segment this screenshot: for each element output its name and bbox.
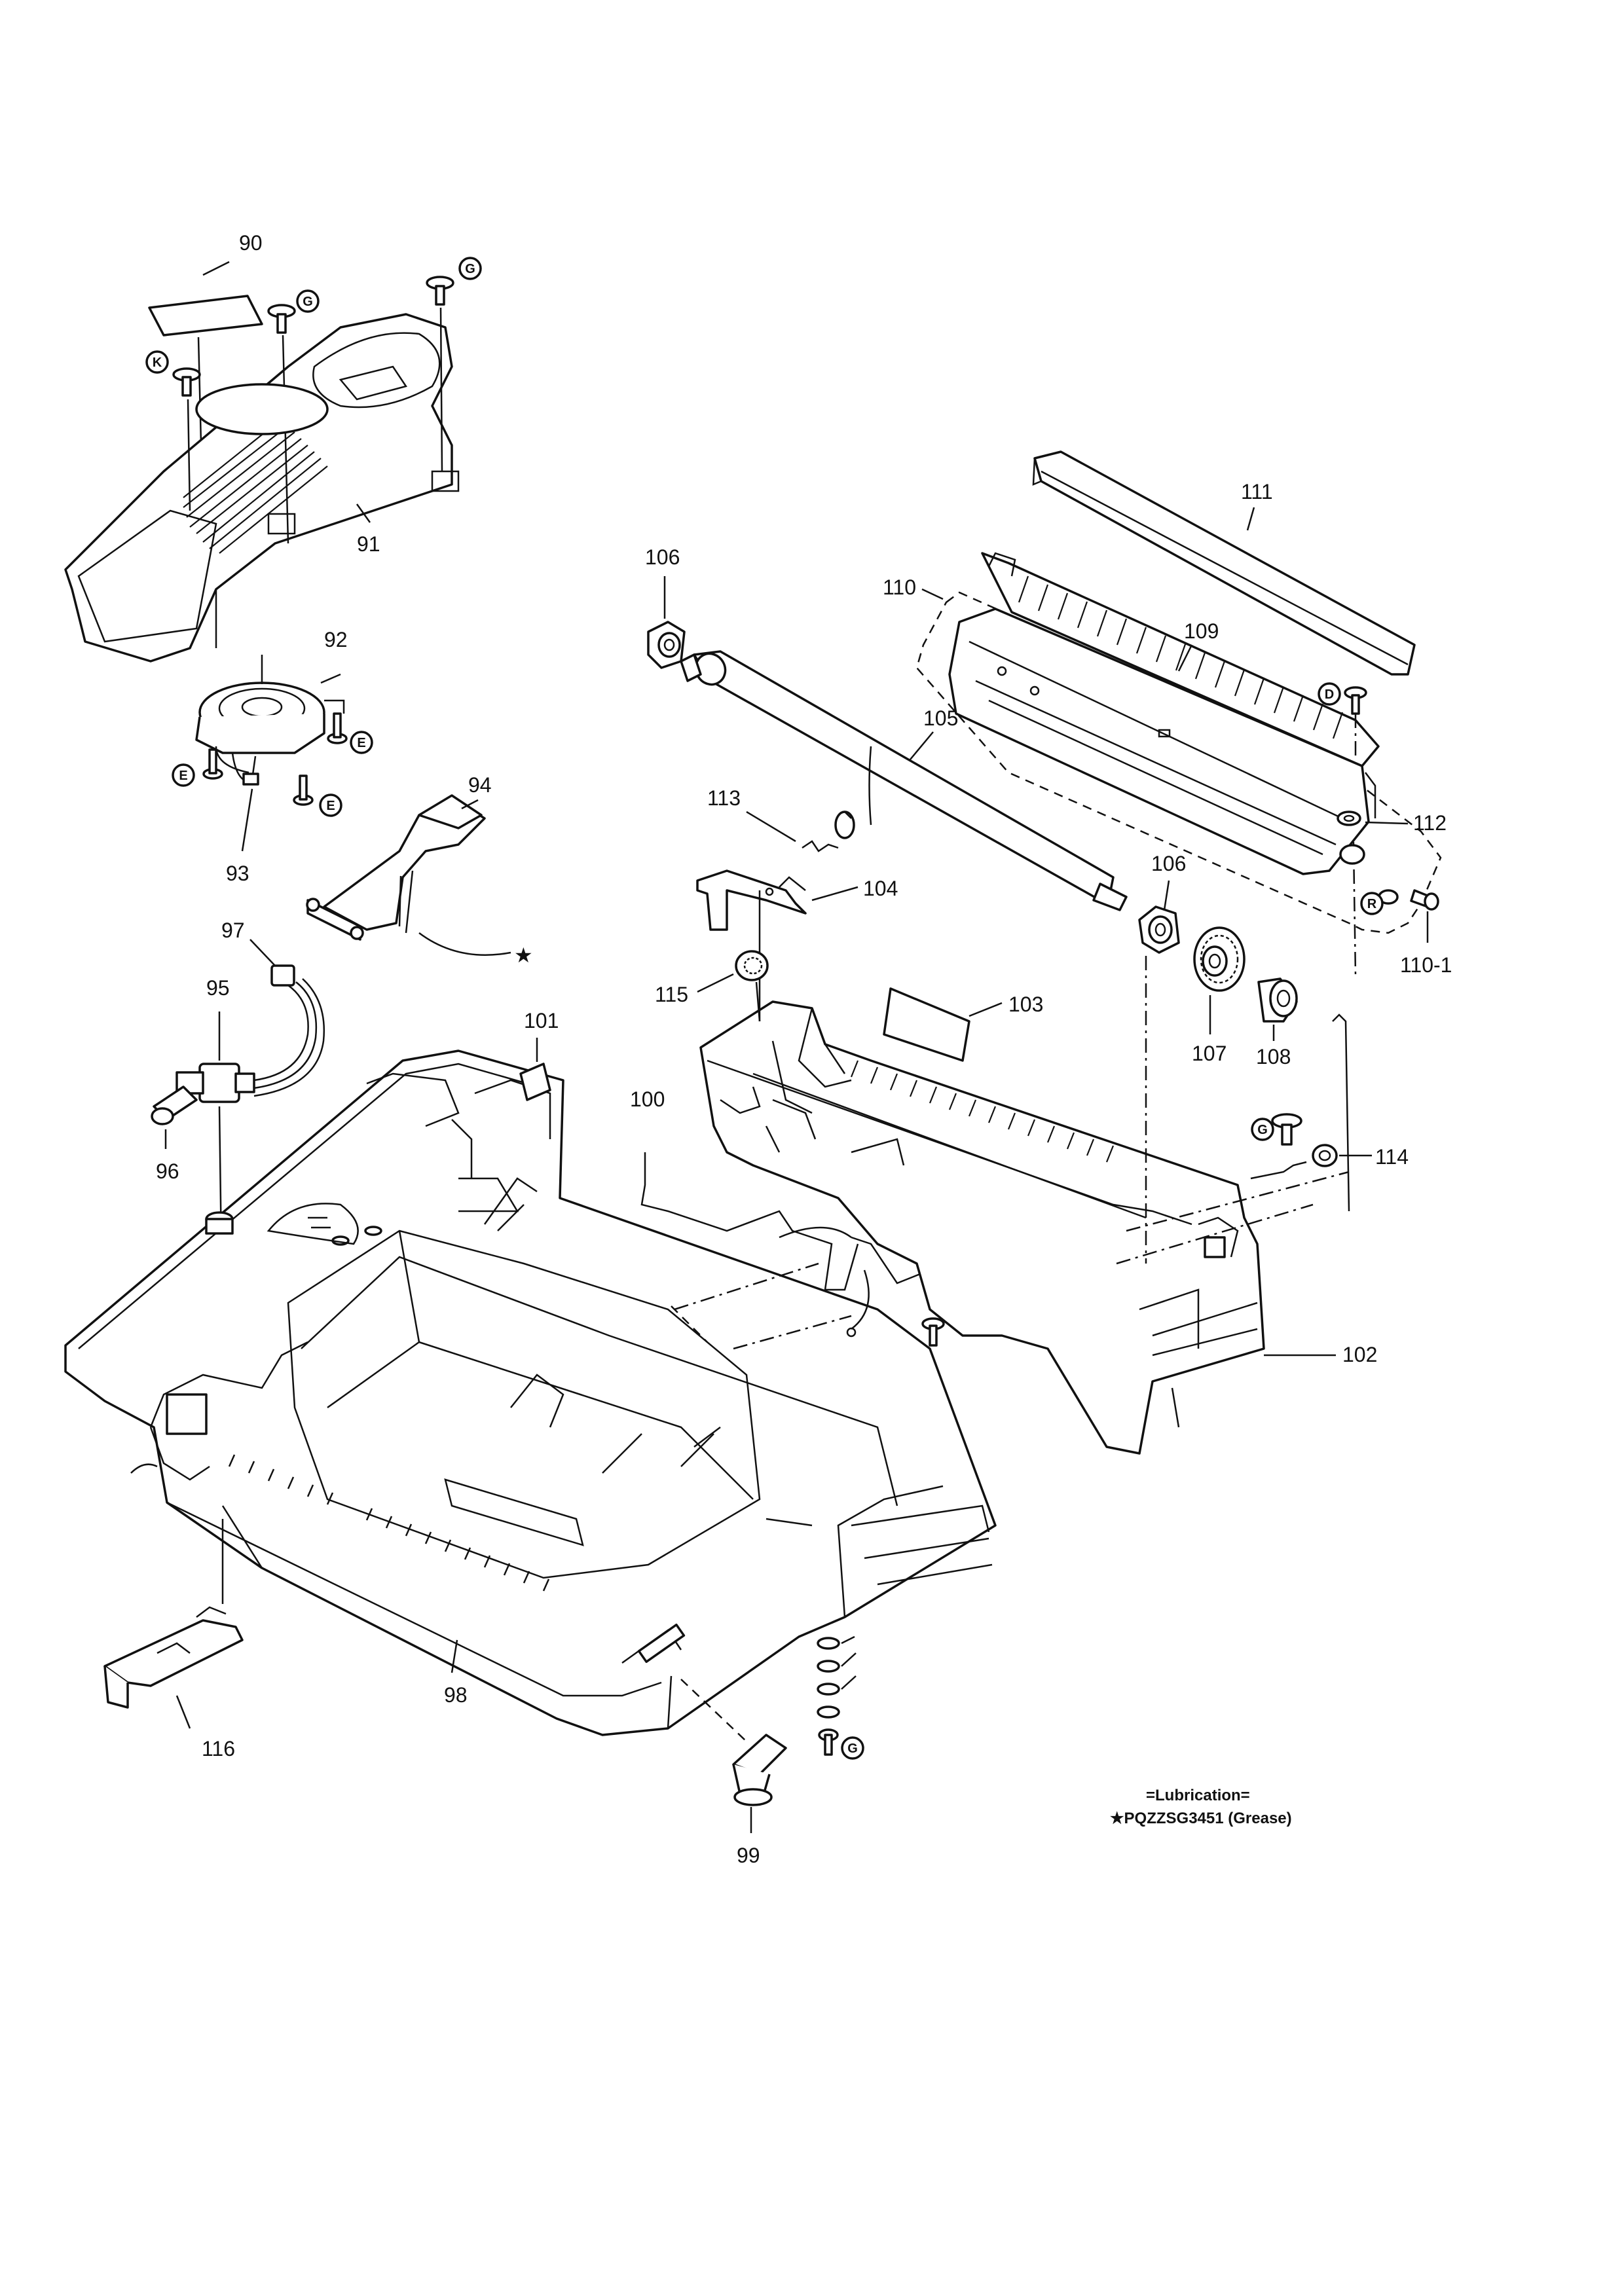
screw-g-114 (1271, 1113, 1302, 1146)
lubrication-note: =Lubrication= ★PQZZSG3451 (Grease) (1110, 1787, 1292, 1827)
front-ribs (228, 1454, 550, 1592)
label-114: 114 (1375, 1145, 1409, 1169)
label-109: 109 (1184, 619, 1219, 643)
part-108-sleeve (1257, 977, 1298, 1041)
label-91: 91 (357, 532, 380, 556)
label-116: 116 (202, 1737, 235, 1760)
svg-text:K: K (153, 355, 162, 370)
label-98: 98 (444, 1683, 468, 1707)
label-113: 113 (707, 786, 741, 810)
svg-text:R: R (1367, 897, 1377, 911)
part-107-gear (1193, 926, 1246, 1034)
code-marker-g-3: G (1251, 1118, 1274, 1141)
svg-text:E: E (326, 799, 335, 813)
part-113-spring (746, 811, 855, 852)
lubrication-title: =Lubrication= (1146, 1787, 1250, 1804)
svg-text:D: D (1325, 687, 1334, 702)
code-marker-r: R (1360, 892, 1384, 915)
label-96: 96 (156, 1159, 179, 1183)
svg-text:G: G (847, 1741, 858, 1756)
screw-code-markers: G G K E E E D R G G (145, 257, 1384, 1760)
screw-e-right (327, 712, 348, 744)
svg-text:E: E (179, 769, 187, 783)
label-92: 92 (324, 628, 348, 651)
code-marker-e-2: E (350, 731, 373, 754)
label-108: 108 (1256, 1045, 1291, 1068)
label-94: 94 (468, 773, 492, 797)
code-marker-g-4: G (841, 1736, 864, 1760)
part-95-jack (175, 1011, 255, 1251)
label-95: 95 (206, 976, 230, 1000)
svg-text:G: G (303, 295, 313, 309)
screw-chassis-bottom (921, 1317, 945, 1347)
label-99: 99 (737, 1844, 760, 1867)
lubrication-item: ★PQZZSG3451 (Grease) (1110, 1810, 1292, 1827)
cutter-teeth-hatch (1018, 575, 1344, 739)
svg-text:G: G (465, 262, 475, 276)
part-104-bracket (696, 869, 858, 1021)
label-110: 110 (883, 575, 916, 599)
chassis-guide-hatch (850, 1060, 1115, 1163)
part-97-wire (249, 939, 325, 1097)
screw-e-left (202, 748, 223, 780)
code-marker-g-1: G (296, 289, 320, 313)
washers-and-screw-g-99 (817, 1635, 857, 1756)
part-92-speaker (195, 383, 329, 780)
label-100: 100 (630, 1087, 665, 1111)
label-102: 102 (1342, 1343, 1377, 1366)
part-103-sheet (883, 987, 1003, 1062)
label-111: 111 (1241, 480, 1273, 503)
code-marker-e-1: E (172, 763, 195, 787)
part-111-cover-bar (1032, 450, 1416, 676)
screw-g-91-center (267, 304, 296, 544)
part-105-roller (680, 650, 1128, 911)
part-93-speaker-wire (231, 752, 259, 852)
part-98-base-cabinet (64, 1049, 997, 1736)
part-102-chassis (699, 1000, 1336, 1455)
code-marker-d: D (1318, 682, 1341, 706)
label-104: 104 (863, 877, 898, 900)
part-number-labels: 90 91 92 93 94 95 96 97 98 99 100 101 10… (156, 231, 1452, 1867)
part-99-latch (732, 1734, 787, 1833)
grease-star-marker: ★ (514, 943, 533, 967)
part-115-small-gear (697, 950, 769, 1022)
code-marker-e-3: E (319, 793, 342, 817)
part-94-hook-lever (306, 794, 511, 956)
label-112: 112 (1413, 811, 1447, 835)
screw-k-91 (172, 367, 201, 511)
label-93: 93 (226, 862, 249, 885)
part-96-plug (151, 1085, 198, 1149)
label-97: 97 (221, 919, 245, 942)
part-106-bushing-right (1138, 880, 1180, 954)
part-116-bottom-latch (103, 1606, 244, 1729)
part-91-handset-cover (64, 313, 460, 663)
screw-e-bottom (293, 774, 314, 806)
label-103: 103 (1008, 993, 1043, 1016)
label-105: 105 (923, 706, 958, 730)
part-114-spring (1250, 1144, 1372, 1180)
part-112-washer (1337, 811, 1409, 826)
part-101-small-label (519, 1038, 551, 1101)
screw-d-cutter (1344, 686, 1367, 759)
label-106b: 106 (1151, 852, 1186, 875)
label-101: 101 (524, 1009, 559, 1032)
part-110-1-screw (1378, 889, 1439, 943)
label-115: 115 (655, 983, 688, 1006)
screw-g-91-right (426, 276, 454, 472)
svg-text:G: G (1257, 1123, 1268, 1137)
part-106-bushing-left (647, 576, 686, 669)
label-107: 107 (1192, 1042, 1227, 1065)
svg-text:E: E (357, 736, 365, 750)
label-106a: 106 (645, 545, 680, 569)
label-90: 90 (239, 231, 263, 255)
code-marker-g-2: G (458, 257, 482, 280)
code-marker-k: K (145, 350, 169, 374)
part-109-cutter (921, 552, 1380, 875)
label-110-1: 110-1 (1400, 953, 1452, 977)
